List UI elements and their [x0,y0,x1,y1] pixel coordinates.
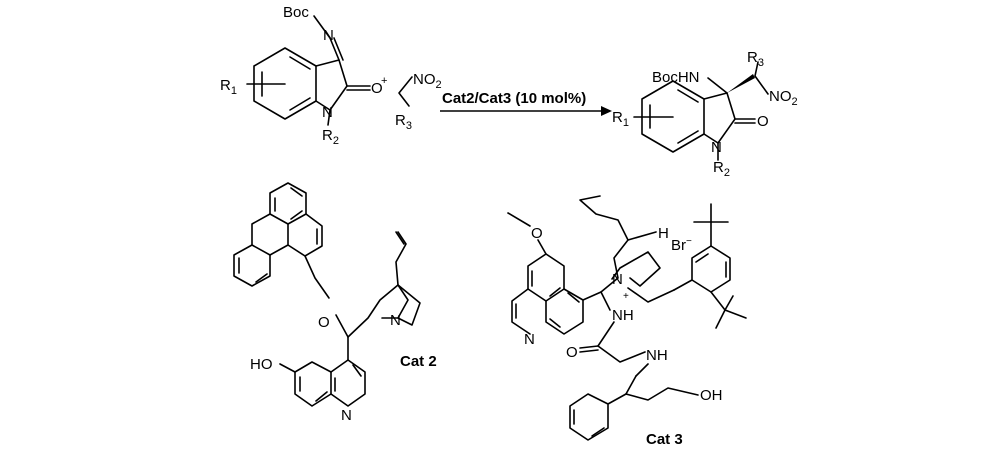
plus-sign: + [381,75,387,87]
boc-label: Boc [283,4,309,21]
nitro-r3-label: R3 [395,112,412,132]
product-structure: BocHN R3 NO2 O N R1 R2 [612,49,798,179]
cat3-quinoline-n-label: N [524,331,535,348]
product-no2-label: NO2 [769,88,798,108]
cat3-urea-o-label: O [566,344,578,361]
cat3-n-plus-label: N [612,271,623,288]
cat2-quinuclidine-n-label: N [390,312,401,329]
product-r3-label: R3 [747,49,764,69]
cat3-methoxy-o-label: O [531,225,543,242]
nitro-no2-label: NO2 [413,71,442,91]
cat2-label: Cat 2 [400,353,437,370]
cat3-h-label: H [658,225,669,242]
product-r2-label: R2 [713,159,730,179]
imine-ring-n-label: N [322,104,333,121]
reaction-conditions: Cat2/Cat3 (10 mol%) [442,90,586,107]
cat3-nh1-label: NH [612,307,634,324]
cat3-br-label: Br− [671,236,692,254]
cat2-structure: O N HO N Cat 2 [233,182,437,424]
cat2-ho-label: HO [250,356,273,373]
cat3-nh2-label: NH [646,347,668,364]
isatin-imine-structure: Boc N O N R1 R2 [220,4,383,147]
imine-carbonyl-o-label: O [371,80,383,97]
nitroalkane-structure: NO2 R3 [395,71,442,132]
cat2-quinoline-n-label: N [341,407,352,424]
cat2-ether-o-label: O [318,314,330,331]
imine-r1-label: R1 [220,77,237,97]
product-bochn-label: BocHN [652,69,700,86]
imine-n-label: N [323,27,334,44]
imine-r2-label: R2 [322,127,339,147]
cat3-n-charge: + [623,291,629,302]
cat3-oh-label: OH [700,387,723,404]
cat3-structure: O N H Br− N + NH O NH [507,195,747,448]
reaction-arrow: Cat2/Cat3 (10 mol%) [440,90,612,116]
product-carbonyl-o-label: O [757,113,769,130]
product-ring-n-label: N [711,139,722,156]
product-r1-label: R1 [612,109,629,129]
cat3-label: Cat 3 [646,431,683,448]
